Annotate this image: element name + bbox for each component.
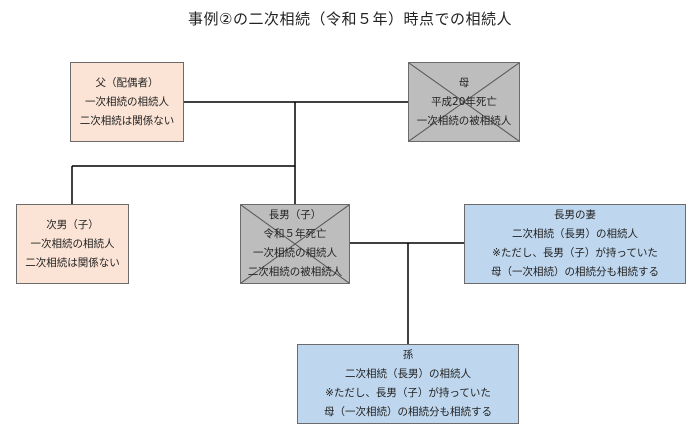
node-mother: 母 平成20年死亡 一次相続の被相続人: [408, 62, 520, 142]
grandchild-name: 孫: [402, 349, 414, 361]
eldest-son-role-1: 一次相続の相続人: [253, 247, 337, 259]
mother-death: 平成20年死亡: [431, 95, 497, 108]
node-father: 父（配偶者） 一次相続の相続人 二次相続は関係ない: [70, 62, 184, 142]
second-son-name: 次男（子）: [46, 218, 99, 231]
second-son-role-2: 二次相続は関係ない: [25, 256, 120, 269]
mother-name: 母: [458, 76, 470, 89]
wife-role: 二次相続（長男）の相続人: [512, 228, 638, 240]
eldest-son-role-2: 二次相続の被相続人: [247, 266, 343, 278]
eldest-son-name: 長男（子）: [268, 209, 322, 221]
node-eldest-son: 長男（子） 令和５年死亡 一次相続の相続人 二次相続の被相続人: [240, 204, 350, 284]
wife-note-2: 母（一次相続）の相続分も相続する: [491, 266, 659, 278]
deceased-cross-icon: [241, 205, 349, 283]
father-name: 父（配偶者）: [95, 76, 159, 89]
mother-role: 一次相続の被相続人: [416, 114, 512, 127]
father-role-2: 二次相続は関係ない: [79, 114, 175, 127]
node-second-son: 次男（子） 一次相続の相続人 二次相続は関係ない: [16, 204, 129, 284]
father-role-1: 一次相続の相続人: [85, 95, 169, 108]
grandchild-role: 二次相続（長男）の相続人: [345, 368, 471, 380]
eldest-son-death: 令和５年死亡: [263, 228, 327, 240]
grandchild-note-1: ※ただし、長男（子）が持っていた: [325, 387, 491, 399]
node-grandchild: 孫 二次相続（長男）の相続人 ※ただし、長男（子）が持っていた 母（一次相続）の…: [297, 344, 519, 424]
diagram-title: 事例②の二次相続（令和５年）時点での相続人: [188, 10, 512, 28]
wife-name: 長男の妻: [554, 209, 596, 221]
grandchild-note-2: 母（一次相続）の相続分も相続する: [324, 406, 492, 418]
node-eldest-son-wife: 長男の妻 二次相続（長男）の相続人 ※ただし、長男（子）が持っていた 母（一次相…: [464, 204, 686, 284]
deceased-cross-icon: [409, 63, 519, 141]
second-son-role-1: 一次相続の相続人: [30, 237, 115, 250]
wife-note-1: ※ただし、長男（子）が持っていた: [492, 247, 658, 259]
